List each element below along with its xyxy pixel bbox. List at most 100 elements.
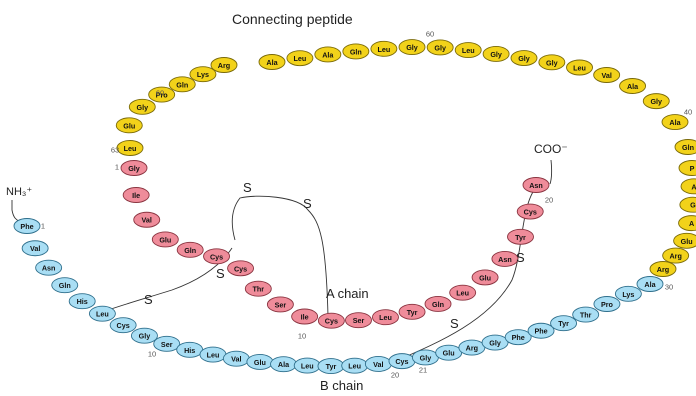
b-chain-residue: Cys [109, 317, 137, 334]
sulfur-label: S [516, 250, 525, 265]
svg-text:Ser: Ser [353, 316, 365, 325]
svg-text:Arg: Arg [218, 61, 230, 70]
a-chain-residue: Ile [291, 308, 319, 325]
a-chain-residue: Ser [345, 312, 372, 329]
a-chain-residue: Leu [449, 284, 477, 301]
svg-text:Ala: Ala [322, 50, 334, 59]
svg-text:His: His [77, 297, 88, 306]
a-chain-residue: Tyr [398, 303, 426, 320]
c-peptide-residue: P [678, 160, 696, 176]
c-peptide-residue: G [679, 196, 696, 213]
svg-text:Ala: Ala [627, 82, 639, 91]
b-chain-residue: Val [21, 240, 49, 257]
sulfur-label: S [450, 316, 459, 331]
svg-text:Gly: Gly [406, 43, 418, 52]
svg-text:Leu: Leu [456, 289, 469, 298]
svg-text:Pro: Pro [601, 300, 614, 309]
svg-text:Gln: Gln [184, 246, 196, 255]
a-chain-residue: Ser [266, 296, 294, 313]
c-peptide-residue: Ala [619, 78, 647, 94]
svg-text:Glu: Glu [479, 273, 491, 282]
b-chain-residue: Cys [388, 353, 416, 370]
svg-text:Ile: Ile [301, 313, 309, 322]
svg-text:Tyr: Tyr [407, 308, 418, 317]
residue-number: 30 [665, 283, 673, 292]
b-chain-residue: Phe [504, 329, 532, 346]
svg-text:Cys: Cys [524, 208, 537, 217]
svg-text:Asn: Asn [42, 264, 56, 273]
svg-text:Arg: Arg [669, 252, 681, 261]
svg-text:Gly: Gly [650, 97, 662, 106]
svg-text:Gly: Gly [434, 43, 446, 52]
c-peptide-residue: Leu [370, 40, 398, 57]
c-peptide-residue: Gln [168, 76, 196, 93]
svg-text:Gln: Gln [350, 47, 362, 56]
svg-text:Ser: Ser [275, 300, 287, 309]
sulfur-label: S [216, 266, 225, 281]
a-chain-residue: Asn [522, 177, 550, 193]
b-chain-residue: Arg [458, 339, 486, 356]
svg-text:Gly: Gly [139, 332, 151, 341]
svg-text:Glu: Glu [159, 235, 171, 244]
svg-text:Leu: Leu [378, 45, 391, 54]
svg-text:Arg: Arg [657, 265, 669, 274]
svg-text:A: A [689, 219, 694, 228]
c-peptide-residue: Leu [116, 140, 144, 156]
b-chain-residue: Phe [527, 322, 555, 339]
svg-text:Lys: Lys [197, 70, 209, 79]
c-peptide-residue: Gly [538, 54, 566, 71]
b-chain-title: B chain [320, 378, 363, 393]
a-chain-residue: Gln [424, 296, 452, 312]
c-peptide-residue: Leu [286, 50, 314, 67]
c-peptide-residue: Lys [189, 66, 217, 83]
svg-text:Phe: Phe [512, 333, 525, 342]
residue-number: 1 [41, 222, 45, 231]
residue-number: 60 [426, 30, 434, 39]
svg-text:Thr: Thr [580, 311, 592, 320]
svg-text:Val: Val [30, 244, 40, 253]
c-terminus-label: COO⁻ [534, 142, 568, 156]
c-peptide-residue: Glu [115, 117, 143, 134]
b-chain-residue: Gly [481, 334, 509, 351]
svg-text:Ala: Ala [266, 58, 278, 67]
residue-number: 20 [545, 196, 553, 205]
a-chain-residue: Cys [203, 248, 230, 265]
c-peptide-residue: Pro [148, 86, 176, 103]
residue-number: 40 [684, 108, 692, 117]
svg-text:Leu: Leu [573, 64, 586, 73]
b-chain-residue: Thr [572, 306, 600, 323]
svg-text:Leu: Leu [379, 313, 392, 322]
svg-text:Cys: Cys [117, 321, 130, 330]
residue-number: 20 [391, 371, 399, 380]
b-chain-residue: His [176, 341, 204, 358]
a-chain-residue: Glu [151, 231, 179, 248]
c-peptide-residue: Glu [673, 232, 696, 249]
b-chain-residue: Gly [130, 327, 158, 344]
svg-text:Gly: Gly [489, 339, 501, 348]
a-chain-residue: Cys [227, 260, 255, 277]
a-chain-residue: Leu [372, 309, 399, 326]
svg-text:Val: Val [601, 71, 611, 80]
c-terminus-tail [549, 159, 553, 185]
c-peptide-residue: A [680, 178, 696, 195]
svg-text:Gln: Gln [682, 143, 694, 152]
svg-text:Val: Val [373, 360, 383, 369]
svg-text:Pro: Pro [156, 91, 169, 100]
c-peptide-residue: Gln [674, 139, 696, 155]
svg-text:Glu: Glu [123, 121, 135, 130]
svg-text:Ala: Ala [669, 118, 681, 127]
svg-text:Phe: Phe [534, 327, 547, 336]
residue-number: 21 [419, 366, 427, 375]
svg-text:Gly: Gly [518, 54, 530, 63]
svg-text:Gln: Gln [59, 281, 71, 290]
svg-text:Ser: Ser [161, 340, 173, 349]
residue-number: 1 [115, 163, 119, 172]
c-peptide-residue: Arg [649, 261, 677, 277]
svg-text:Phe: Phe [20, 222, 33, 231]
svg-text:Gly: Gly [546, 58, 558, 67]
b-chain-residue: His [68, 293, 96, 310]
svg-text:Ala: Ala [644, 280, 656, 289]
a-chain-residue: Cys [317, 312, 345, 329]
b-chain-residue: Lys [614, 285, 642, 302]
